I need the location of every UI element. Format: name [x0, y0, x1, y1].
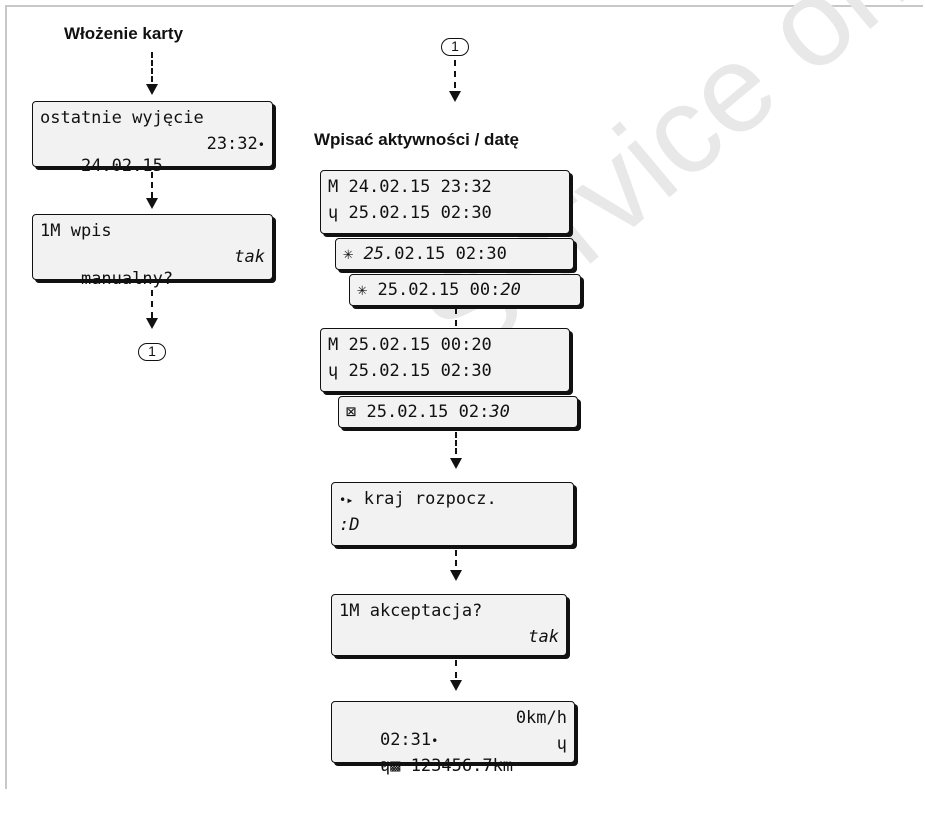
arrow-head [450, 570, 462, 581]
lcd-entry-card: M 24.02.15 23:32 ɥ 25.02.15 02:30 [320, 170, 570, 234]
lcd-text: 24.02.15 23:32 [348, 177, 492, 197]
lcd-manual-entry: 1M wpis manualny? tak [32, 214, 273, 289]
yes-option: tak [234, 247, 265, 267]
lcd-text: 25.02.15 02:30 [348, 361, 492, 381]
lcd-last-withdrawal: ostatnie wyjęcie 24.02.15 23:32• [32, 101, 273, 176]
lcd-text: 25.02.15 00:20 [348, 335, 492, 355]
lcd-confirm: 1M akceptacja? tak [331, 594, 567, 656]
lcd-line: M 25.02.15 00:20 [328, 334, 562, 356]
manual-icon: M [328, 177, 339, 197]
arrow-head [146, 318, 158, 329]
connector-1: 1 [441, 38, 469, 56]
speed-text: 0km/h [515, 708, 567, 728]
arrow-line [455, 660, 457, 678]
card-slot-icon: ɥ▩ [379, 756, 401, 776]
arrow-head [449, 91, 461, 102]
lcd-entry-card: ✳ 25.02.15 02:30 [335, 238, 574, 270]
lcd-entry-card: M 25.02.15 00:20 ɥ 25.02.15 02:30 [320, 328, 570, 392]
lcd-line: ✳ 25.02.15 00:20 [357, 279, 573, 301]
lcd-country-start: •▸ kraj rozpocz. :D [331, 482, 574, 546]
odometer-text: 123456.7km [410, 756, 514, 776]
lcd-text-italic: 20 [500, 280, 521, 300]
arrow-line [151, 52, 153, 82]
connector-1: 1 [138, 343, 166, 361]
country-value: :D [339, 515, 360, 535]
lcd-line: ✳ 25.02.15 02:30 [343, 243, 566, 265]
time-text: 02:31 [379, 730, 432, 750]
lcd-text: manualny? [80, 269, 174, 289]
lcd-text: 25.02.15 00: [377, 280, 501, 300]
lcd-line: 24.02.15 23:32• [40, 133, 265, 176]
lcd-text-italic: 30 [489, 402, 510, 422]
left-title: Włożenie karty [64, 24, 184, 43]
rest-icon: ɥ [328, 361, 339, 381]
lcd-standard-display: 02:31• ⊙ 0km/h ɥ▩ 123456.7km ɥ [331, 701, 575, 776]
diagram-frame [5, 5, 923, 789]
arrow-line [455, 432, 457, 454]
lcd-line: ⊠ 25.02.15 02:30 [346, 401, 570, 423]
lcd-entry-card: ⊠ 25.02.15 02:30 [338, 396, 578, 428]
lcd-entry-card: ✳ 25.02.15 00:20 [349, 274, 581, 306]
local-time-icon: • [257, 138, 265, 152]
lcd-text: 02.15 02:30 [394, 244, 507, 264]
arrow-head [146, 84, 158, 95]
yes-option: tak [528, 627, 559, 647]
time-group: 23:32• [207, 133, 265, 156]
time-text: 23:32 [206, 134, 258, 154]
lcd-line: ostatnie wyjęcie [40, 108, 204, 128]
lcd-text: 25.02.15 02: [366, 402, 490, 422]
arrow-head [450, 680, 462, 691]
rest-icon: ɥ [556, 734, 567, 754]
arrow-line [151, 290, 153, 318]
lcd-line: ɥ▩ 123456.7km ɥ [339, 733, 567, 776]
lcd-line: •▸ kraj rozpocz. [339, 488, 566, 510]
date-text: 24.02.15 [80, 156, 163, 176]
lcd-line: 1M wpis [40, 221, 112, 241]
work-icon: ✳ [343, 244, 354, 264]
lcd-line: 1M akceptacja? [339, 601, 483, 621]
lcd-line: ɥ 25.02.15 02:30 [328, 202, 562, 224]
availability-icon: ⊠ [346, 402, 357, 422]
rest-icon: ɥ [328, 203, 339, 223]
arrow-head [146, 198, 158, 209]
lcd-text: 25.02.15 02:30 [348, 203, 492, 223]
arrow-head [450, 458, 462, 469]
right-title: Wpisać aktywności / datę [314, 130, 520, 149]
lcd-line: ɥ 25.02.15 02:30 [328, 360, 562, 382]
arrow-line [454, 60, 456, 88]
lcd-line: 02:31• ⊙ 0km/h [339, 707, 567, 771]
country-start-icon: •▸ [339, 493, 354, 507]
operating-mode-icon: ⊙ [379, 757, 388, 771]
lcd-line: manualny? tak [40, 246, 265, 289]
lcd-text: kraj rozpocz. [363, 489, 497, 509]
manual-icon: M [328, 335, 339, 355]
arrow-line [455, 550, 457, 566]
lcd-text-italic: 25. [363, 244, 395, 264]
lcd-line: tak [339, 626, 559, 648]
local-time-icon: • [431, 734, 439, 748]
arrow-line [151, 172, 153, 198]
lcd-line: M 24.02.15 23:32 [328, 176, 562, 198]
connector-line [455, 308, 457, 326]
work-icon: ✳ [357, 280, 368, 300]
